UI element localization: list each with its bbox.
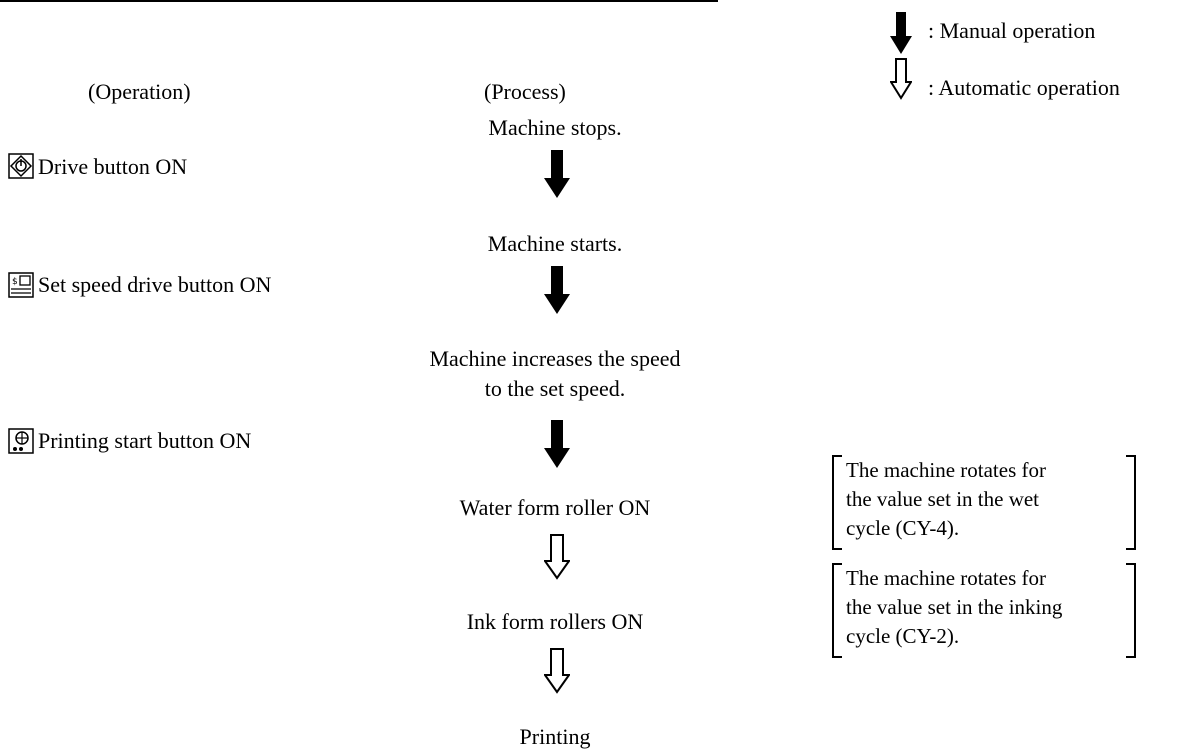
process-step-increase-speed-line1: Machine increases the speed	[429, 346, 681, 371]
note2-line1: The machine rotates for	[846, 566, 1046, 590]
note1-left-bracket	[832, 455, 842, 550]
note2-right-bracket	[1126, 563, 1136, 658]
note1-line2: the value set in the wet	[846, 487, 1040, 511]
process-step-printing: Printing	[519, 724, 591, 749]
note1-line1: The machine rotates for	[846, 458, 1046, 482]
drive-button-icon	[8, 153, 34, 179]
legend-manual-label: : Manual operation	[928, 18, 1096, 43]
note2-line2: the value set in the inking	[846, 595, 1063, 619]
process-header: (Process)	[484, 79, 566, 104]
process-step-ink-form-rollers: Ink form rollers ON	[466, 609, 644, 634]
manual-arrow-icon-3	[544, 420, 570, 468]
svg-text:$: $	[12, 277, 18, 287]
manual-arrow-icon-1	[544, 150, 570, 198]
operation-header: (Operation)	[88, 79, 191, 104]
operation-label-set-speed: Set speed drive button ON	[38, 272, 272, 297]
manual-operation-arrow-icon	[890, 12, 912, 54]
operation-label-printing-start: Printing start button ON	[38, 428, 252, 453]
note1-right-bracket	[1126, 455, 1136, 550]
set-speed-drive-button-icon: $	[8, 272, 34, 298]
manual-arrow-icon-2	[544, 266, 570, 314]
note2-line3: cycle (CY-2).	[846, 624, 960, 648]
process-step-increase-speed-line2: to the set speed.	[484, 376, 626, 401]
operation-label-drive: Drive button ON	[38, 154, 188, 179]
process-step-machine-stops: Machine stops.	[488, 115, 622, 140]
automatic-operation-arrow-icon	[890, 58, 912, 100]
automatic-arrow-icon-2	[544, 648, 570, 694]
process-step-machine-starts: Machine starts.	[487, 231, 623, 256]
top-rule	[0, 0, 718, 2]
legend-automatic-label: : Automatic operation	[928, 75, 1120, 100]
printing-start-button-icon	[8, 428, 34, 454]
process-step-water-form-roller: Water form roller ON	[459, 495, 651, 520]
note1-line3: cycle (CY-4).	[846, 516, 960, 540]
automatic-arrow-icon-1	[544, 534, 570, 580]
note2-left-bracket	[832, 563, 842, 658]
